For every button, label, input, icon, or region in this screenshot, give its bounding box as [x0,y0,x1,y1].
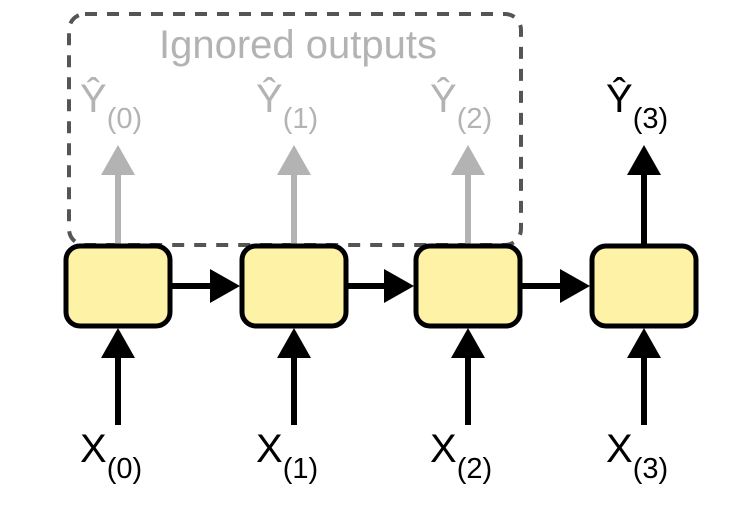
input-label-2-base: X [430,427,457,471]
output-arrow-1 [277,145,311,246]
recurrent-arrow-0 [170,269,240,303]
ignored-outputs-box [67,12,523,247]
output-label-3-base: Ŷ [606,76,633,121]
output-arrow-0-head [101,145,135,175]
recurrent-arrow-1-head [384,269,414,303]
output-label-0: Ŷ(0) [80,76,142,135]
input-arrow-2 [451,328,485,425]
output-arrow-2 [451,145,485,246]
input-arrow-2-head [451,328,485,358]
output-arrow-2-head [451,145,485,175]
recurrent-arrow-1 [346,269,414,303]
recurrent-arrow-2-head [560,269,590,303]
output-label-1: Ŷ(1) [256,76,318,135]
output-label-0-subscript: (0) [107,103,142,135]
input-arrow-1-head [277,328,311,358]
input-arrow-3-head [627,328,661,358]
input-label-0-subscript: (0) [107,453,142,485]
input-label-3-subscript: (3) [633,453,668,485]
input-label-2-subscript: (2) [457,453,492,485]
input-label-1: X(1) [256,427,318,485]
ignored-outputs-label: Ignored outputs [159,23,437,67]
output-label-3: Ŷ(3) [606,76,668,135]
output-label-2-base: Ŷ [430,76,457,121]
output-label-0-base: Ŷ [80,76,107,121]
input-arrow-0 [101,328,135,425]
rnn-cell-3 [589,243,699,329]
rnn-cell-1 [239,243,349,329]
input-label-1-base: X [256,427,283,471]
rnn-cell-0 [63,243,173,329]
input-label-3-base: X [606,427,633,471]
input-arrow-3 [627,328,661,425]
input-label-0-base: X [80,427,107,471]
input-arrow-1 [277,328,311,425]
output-label-2-subscript: (2) [457,103,492,135]
input-label-0: X(0) [80,427,142,485]
recurrent-arrow-2 [520,269,590,303]
output-label-3-subscript: (3) [633,103,668,135]
input-label-1-subscript: (1) [283,453,318,485]
output-arrow-3-head [627,145,661,175]
input-arrow-0-head [101,328,135,358]
output-arrow-1-head [277,145,311,175]
rnn-cell-2 [413,243,523,329]
output-label-1-subscript: (1) [283,103,318,135]
input-label-3: X(3) [606,427,668,485]
output-label-2: Ŷ(2) [430,76,492,135]
recurrent-arrow-0-head [210,269,240,303]
output-arrow-3 [627,145,661,246]
output-arrow-0 [101,145,135,246]
output-label-1-base: Ŷ [256,76,283,121]
input-label-2: X(2) [430,427,492,485]
